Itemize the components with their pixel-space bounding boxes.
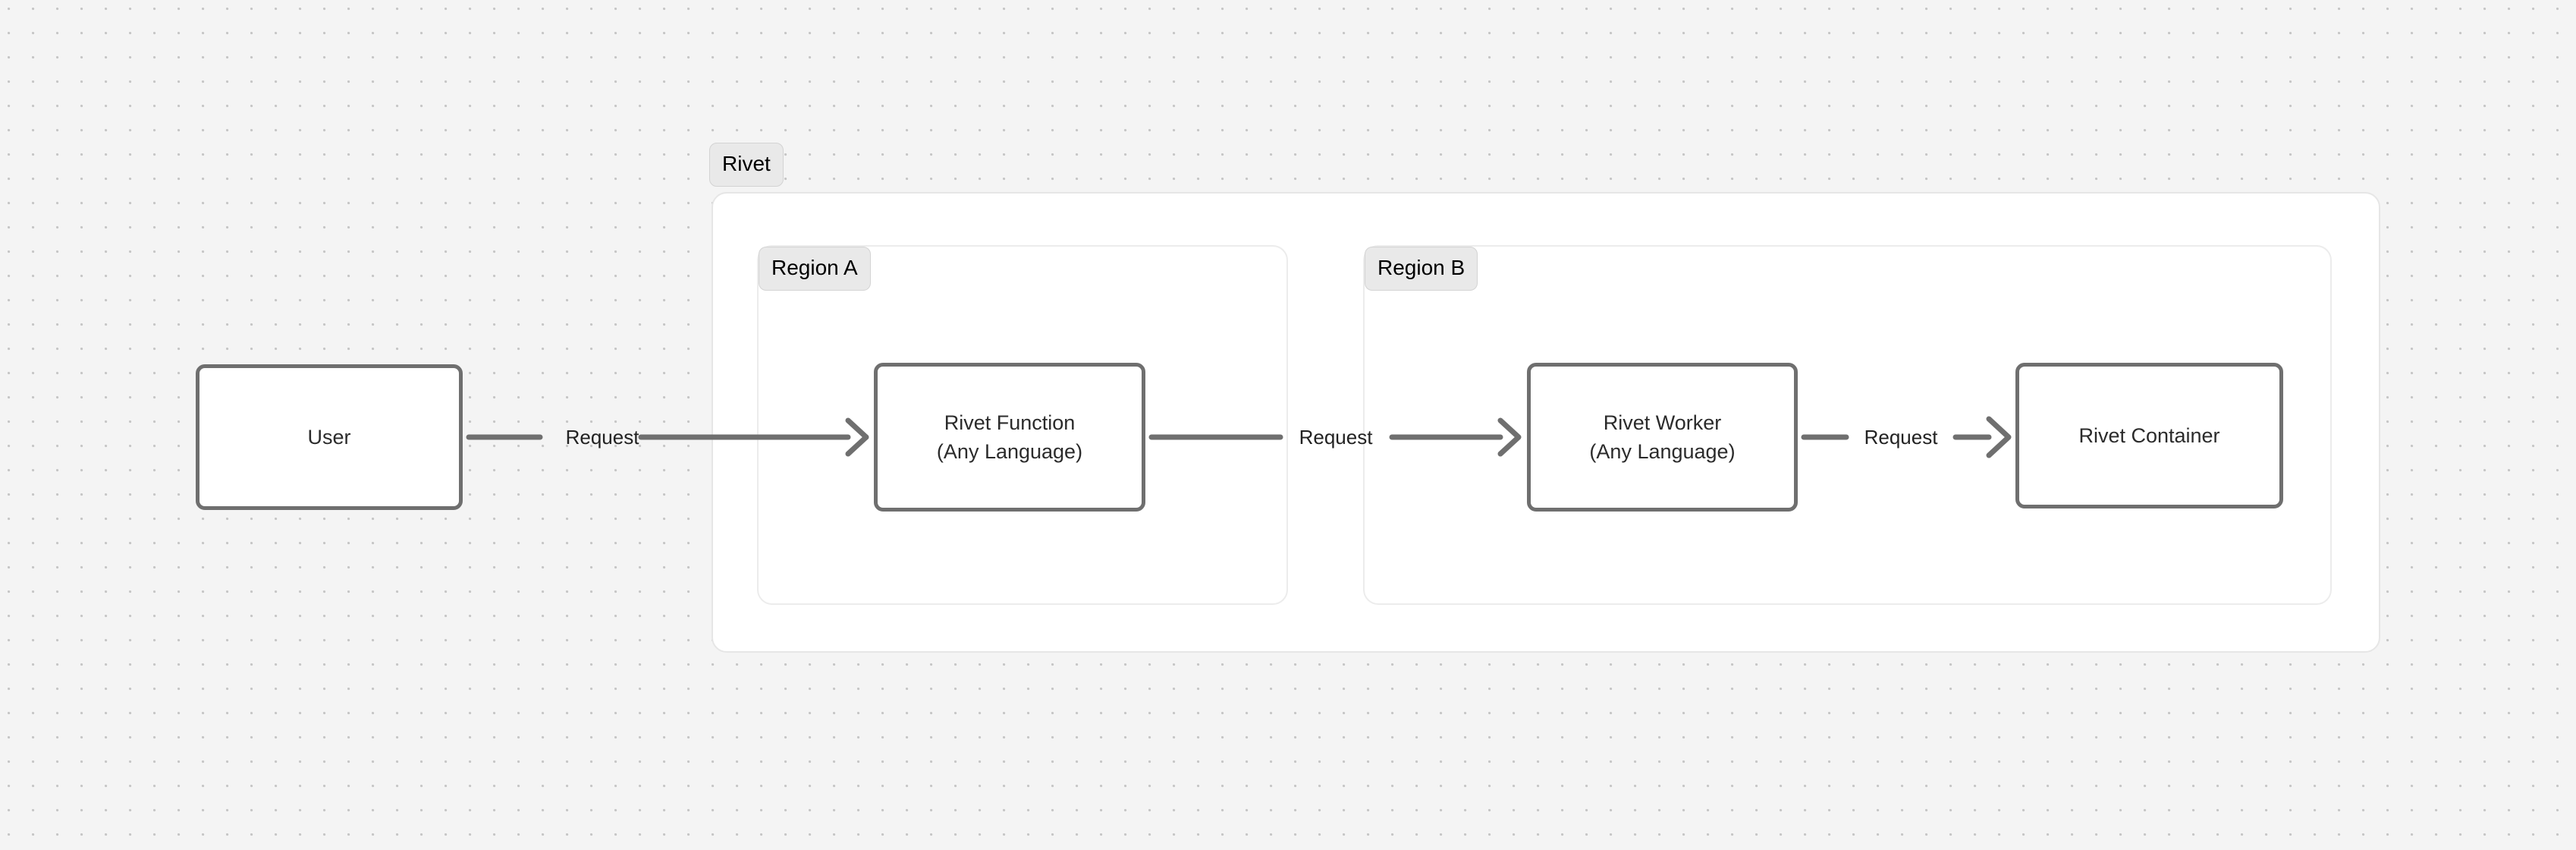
node-rivet-function-label-line1: Rivet Function <box>944 411 1076 434</box>
edge-label-request-1: Request <box>565 426 639 449</box>
node-rivet-worker-label-line1: Rivet Worker <box>1603 411 1722 434</box>
edge-label-request-2: Request <box>1299 426 1373 449</box>
node-rivet-container[interactable]: Rivet Container <box>2015 363 2283 508</box>
node-user[interactable]: User <box>196 364 463 510</box>
cluster-label-rivet: Rivet <box>709 143 784 187</box>
node-rivet-worker[interactable]: Rivet Worker (Any Language) <box>1527 363 1798 512</box>
edge-label-request-3: Request <box>1864 426 1938 449</box>
node-rivet-worker-label-line2: (Any Language) <box>1589 440 1736 463</box>
node-user-label-line1: User <box>307 425 351 449</box>
cluster-label-region-b: Region B <box>1365 247 1478 291</box>
cluster-label-region-a: Region A <box>759 247 871 291</box>
node-rivet-function-label-line2: (Any Language) <box>936 440 1083 463</box>
node-rivet-container-label-line1: Rivet Container <box>2078 423 2220 447</box>
node-rivet-function[interactable]: Rivet Function (Any Language) <box>874 363 1145 512</box>
